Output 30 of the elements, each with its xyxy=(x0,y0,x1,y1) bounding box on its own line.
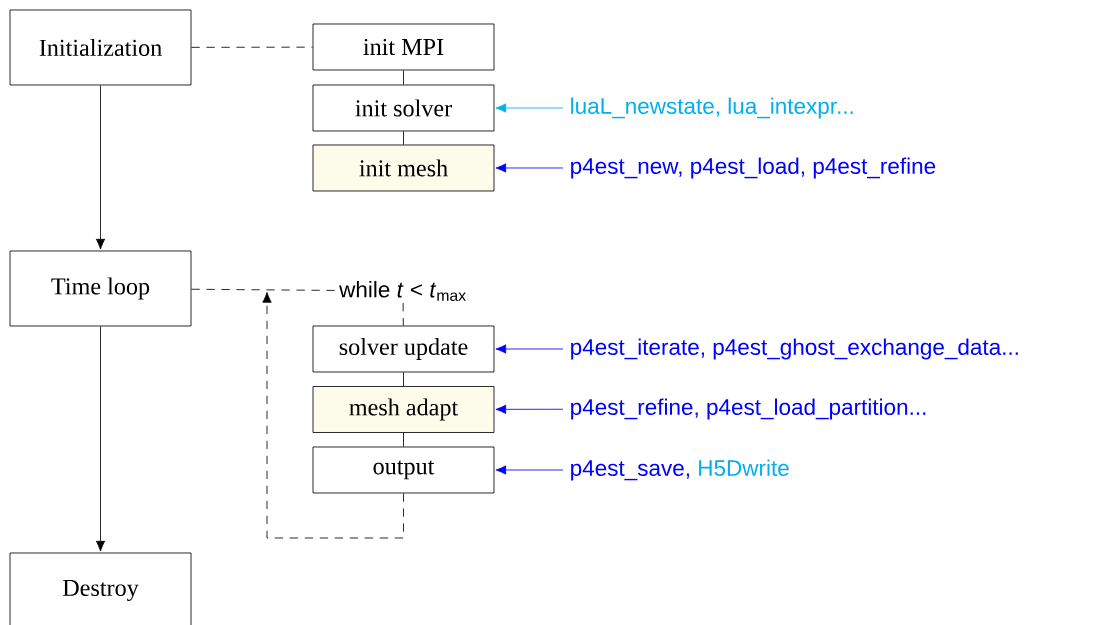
step-box: output xyxy=(312,446,495,494)
step-box: mesh adapt xyxy=(312,386,495,433)
arrow xyxy=(495,103,564,113)
stage-box: Initialization xyxy=(9,9,192,86)
arrow xyxy=(262,292,404,539)
arrow xyxy=(495,404,564,414)
connector-line xyxy=(403,432,404,447)
function-list: p4est_refine, p4est_load_partition... xyxy=(571,398,926,420)
function-list: p4est_new, p4est_load, p4est_refine xyxy=(571,157,936,179)
connector-line xyxy=(402,302,404,326)
step-box: init MPI xyxy=(312,23,495,71)
connector-line xyxy=(403,372,404,387)
step-box: init solver xyxy=(312,84,495,132)
connector-line xyxy=(403,70,404,85)
function-list: luaL_newstate, lua_intexpr... xyxy=(571,97,853,119)
connector-line xyxy=(403,131,404,145)
function-list: p4est_save, H5Dwrite xyxy=(571,459,789,481)
stage-box: Destroy xyxy=(9,552,192,625)
step-box: solver update xyxy=(312,325,495,373)
connector-line xyxy=(191,46,313,48)
function-list: p4est_iterate, p4est_ghost_exchange_data... xyxy=(571,338,1018,360)
arrow xyxy=(495,344,564,354)
connector-line xyxy=(191,288,338,291)
stage-box: Time loop xyxy=(9,250,192,327)
arrow xyxy=(495,163,564,173)
arrow xyxy=(495,465,564,475)
loop-condition: while t < t$_{max}$ xyxy=(339,280,466,302)
arrow xyxy=(95,326,106,552)
arrow xyxy=(95,85,106,250)
step-box: init mesh xyxy=(312,144,495,192)
